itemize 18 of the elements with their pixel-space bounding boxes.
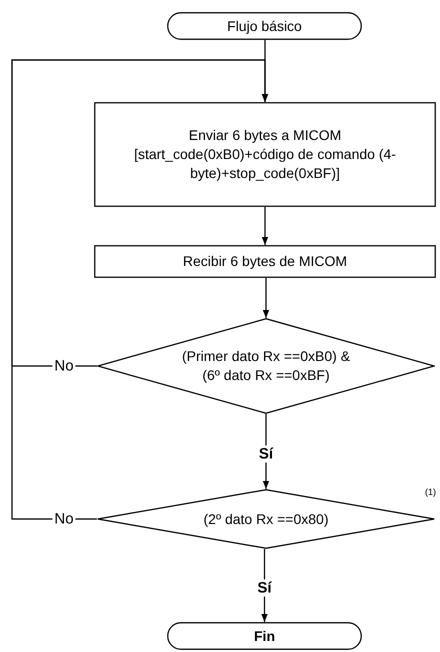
node-text: Enviar 6 bytes a MICOM [start_code(0xB0)+código de comando (4-byte)+stop_code(0xBF)] xyxy=(133,126,397,183)
edge-label: Sí xyxy=(255,579,274,596)
node-text: (2º dato Rx ==0x80) xyxy=(204,510,328,528)
terminal-shape xyxy=(167,622,362,650)
footnote-mark: (1) xyxy=(425,487,436,497)
arrow xyxy=(11,59,268,520)
node-text: Fin xyxy=(254,626,275,646)
process-box xyxy=(94,102,436,207)
edge-label: Sí xyxy=(256,445,276,462)
arrow xyxy=(262,278,270,318)
process-box xyxy=(94,245,436,278)
node-text: Recibir 6 bytes de MICOM xyxy=(182,252,348,271)
decision-diamond xyxy=(97,489,435,549)
arrow xyxy=(262,207,268,245)
node-text: Flujo básico xyxy=(227,16,302,36)
decision-diamond xyxy=(97,318,435,414)
node-text: (Primer dato Rx ==0xB0) &(6º dato Rx ==0xBF) xyxy=(180,347,352,385)
terminal-shape xyxy=(167,12,362,40)
